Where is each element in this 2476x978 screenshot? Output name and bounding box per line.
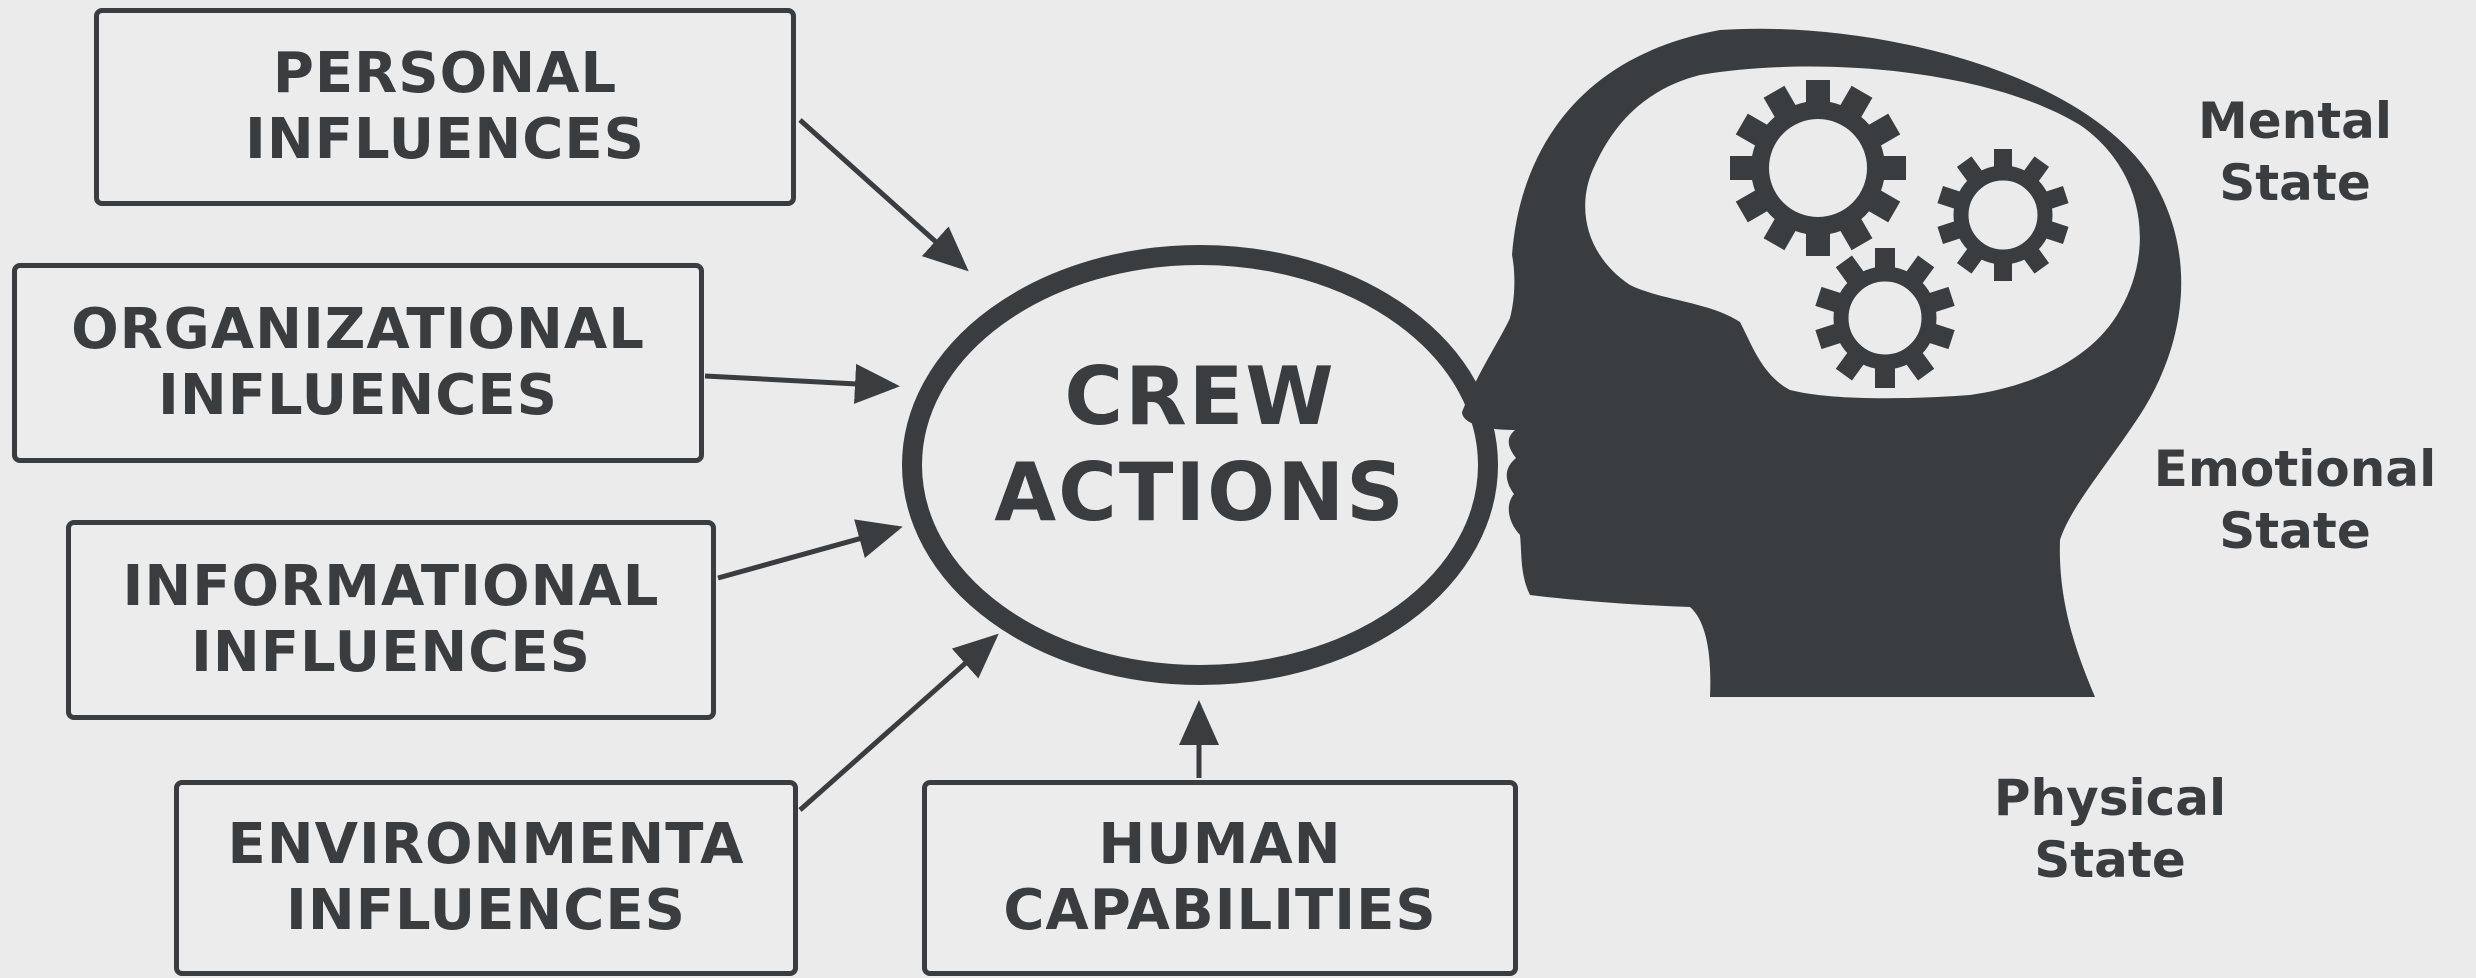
gear-icon [1730,80,1906,256]
physical-state-label: Physical State [1960,767,2260,891]
arrow-environmental [798,633,999,812]
emotional-state-label: Emotional State [2115,438,2475,562]
informational-influences-box: INFORMATIONAL INFLUENCES [66,520,716,720]
crew-actions-line1: CREW [1064,350,1336,443]
physical-state-line1: Physical [1993,769,2227,827]
head-silhouette-icon [1462,28,2182,698]
informational-influences-line2: INFLUENCES [191,620,591,685]
human-capabilities-box: HUMAN CAPABILITIES [922,780,1518,976]
environmental-influences-line1: ENVIRONMENTA [227,812,745,877]
personal-influences-line1: PERSONAL [272,41,618,106]
crew-actions-label: CREW ACTIONS [940,345,1460,545]
crew-actions-ellipse [902,245,1498,685]
physical-state-line2: State [2034,831,2186,889]
arrow-organizational [704,363,900,404]
organizational-influences-box: ORGANIZATIONAL INFLUENCES [12,263,704,463]
gear-icon [1815,248,1955,388]
arrow-personal [798,118,969,272]
gear-icon [1937,149,2069,281]
environmental-influences-line2: INFLUENCES [286,878,686,943]
personal-influences-line2: INFLUENCES [245,107,645,172]
organizational-influences-line1: ORGANIZATIONAL [71,297,645,362]
informational-influences-line1: INFORMATIONAL [122,554,660,619]
emotional-state-line1: Emotional [2153,440,2437,498]
environmental-influences-box: ENVIRONMENTA INFLUENCES [174,780,798,976]
personal-influences-box: PERSONAL INFLUENCES [94,8,796,206]
mental-state-label: Mental State [2150,90,2440,214]
human-capabilities-line1: HUMAN [1098,812,1342,877]
mental-state-line2: State [2219,154,2371,212]
organizational-influences-line2: INFLUENCES [158,363,558,428]
crew-actions-line2: ACTIONS [994,446,1406,539]
emotional-state-line2: State [2219,502,2371,560]
mental-state-line1: Mental [2197,92,2393,150]
arrow-informational [717,519,903,581]
human-capabilities-line2: CAPABILITIES [1003,878,1437,943]
